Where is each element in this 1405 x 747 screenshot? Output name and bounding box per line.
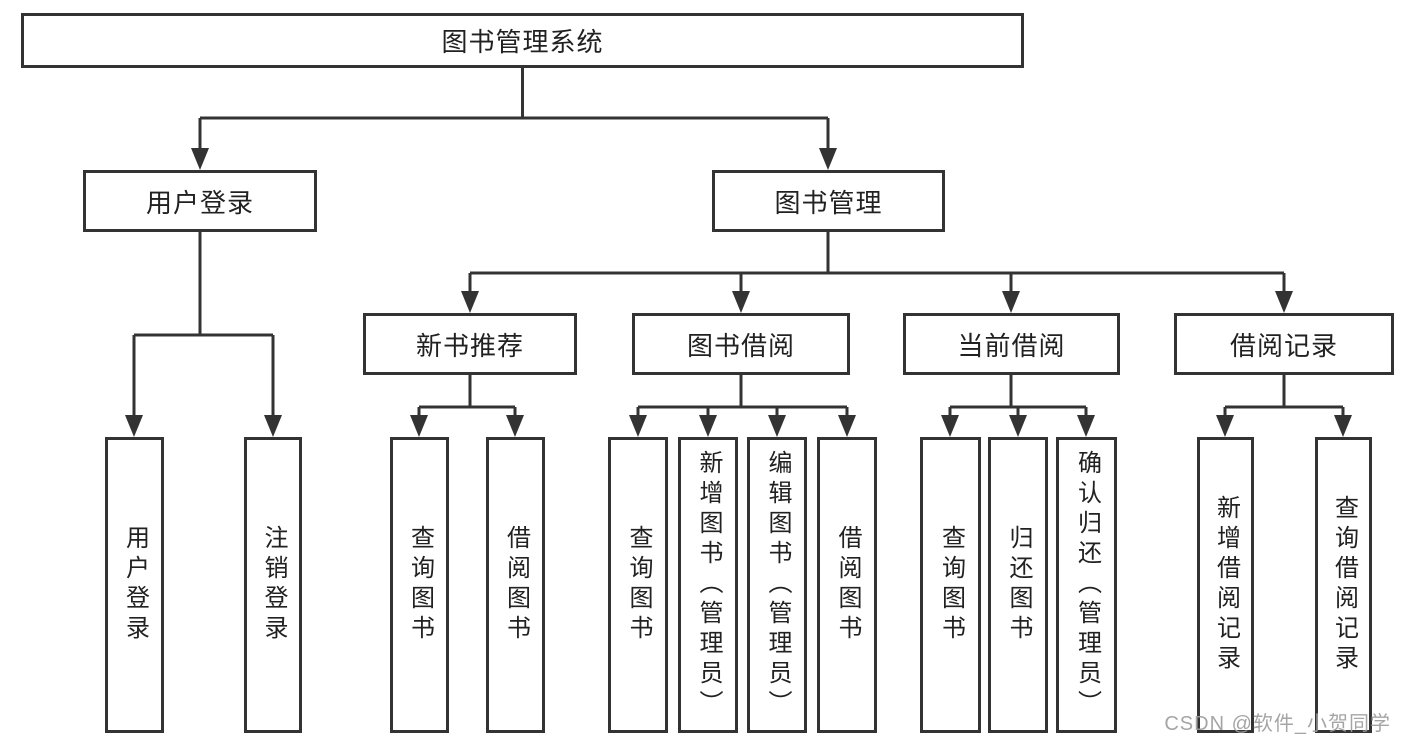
node-borrowing-records: 借阅记录 <box>1174 313 1394 375</box>
leaf-query-books-current: 查询图书 <box>920 437 981 733</box>
leaf-query-books-recommendation-label: 查询图书 <box>406 525 434 645</box>
leaf-query-books-borrowing-label: 查询图书 <box>625 525 652 645</box>
leaf-query-borrow-record: 查询借阅记录 <box>1315 437 1372 733</box>
node-new-book-recommendation: 新书推荐 <box>363 313 577 375</box>
leaf-return-books: 归还图书 <box>988 437 1048 733</box>
leaf-add-book-admin: 新增图书（管理员） <box>678 437 738 733</box>
leaf-user-login: 用户登录 <box>105 437 164 733</box>
leaf-borrow-books-borrowing: 借阅图书 <box>817 437 877 733</box>
leaf-borrow-books-recommendation-label: 借阅图书 <box>502 525 530 645</box>
node-user-login: 用户登录 <box>83 170 317 232</box>
node-book-borrowing-label: 图书借阅 <box>686 330 795 361</box>
leaf-add-book-admin-label: 新增图书（管理员） <box>695 450 722 720</box>
leaf-query-books-borrowing: 查询图书 <box>608 437 668 733</box>
node-book-management: 图书管理 <box>712 170 945 232</box>
leaf-query-books-recommendation: 查询图书 <box>390 437 449 733</box>
leaf-query-books-current-label: 查询图书 <box>937 525 965 645</box>
node-current-borrowing: 当前借阅 <box>903 313 1120 375</box>
leaf-borrow-books-borrowing-label: 借阅图书 <box>834 525 861 645</box>
leaf-borrow-books-recommendation: 借阅图书 <box>486 437 545 733</box>
node-library-management-system: 图书管理系统 <box>21 13 1024 68</box>
leaf-logout-login-label: 注销登录 <box>260 525 287 645</box>
leaf-add-borrow-record: 新增借阅记录 <box>1197 437 1254 733</box>
node-current-borrowing-label: 当前借阅 <box>957 330 1066 361</box>
leaf-logout-login: 注销登录 <box>244 437 302 733</box>
node-library-management-system-label: 图书管理系统 <box>441 27 604 57</box>
node-book-borrowing: 图书借阅 <box>632 313 850 375</box>
node-user-login-label: 用户登录 <box>145 187 254 218</box>
node-new-book-recommendation-label: 新书推荐 <box>415 330 524 361</box>
leaf-confirm-return-admin-label: 确认归还（管理员） <box>1073 450 1101 720</box>
node-borrowing-records-label: 借阅记录 <box>1229 330 1338 361</box>
leaf-confirm-return-admin: 确认归还（管理员） <box>1056 437 1117 733</box>
leaf-edit-book-admin: 编辑图书（管理员） <box>747 437 807 733</box>
leaf-add-borrow-record-label: 新增借阅记录 <box>1212 495 1240 675</box>
leaf-user-login-label: 用户登录 <box>121 525 149 645</box>
node-book-management-label: 图书管理 <box>774 187 883 218</box>
leaf-query-borrow-record-label: 查询借阅记录 <box>1330 495 1358 675</box>
leaf-return-books-label: 归还图书 <box>1005 525 1032 645</box>
csdn-watermark: CSDN @软件_小贺同学 <box>1164 713 1391 735</box>
leaf-edit-book-admin-label: 编辑图书（管理员） <box>764 450 791 720</box>
